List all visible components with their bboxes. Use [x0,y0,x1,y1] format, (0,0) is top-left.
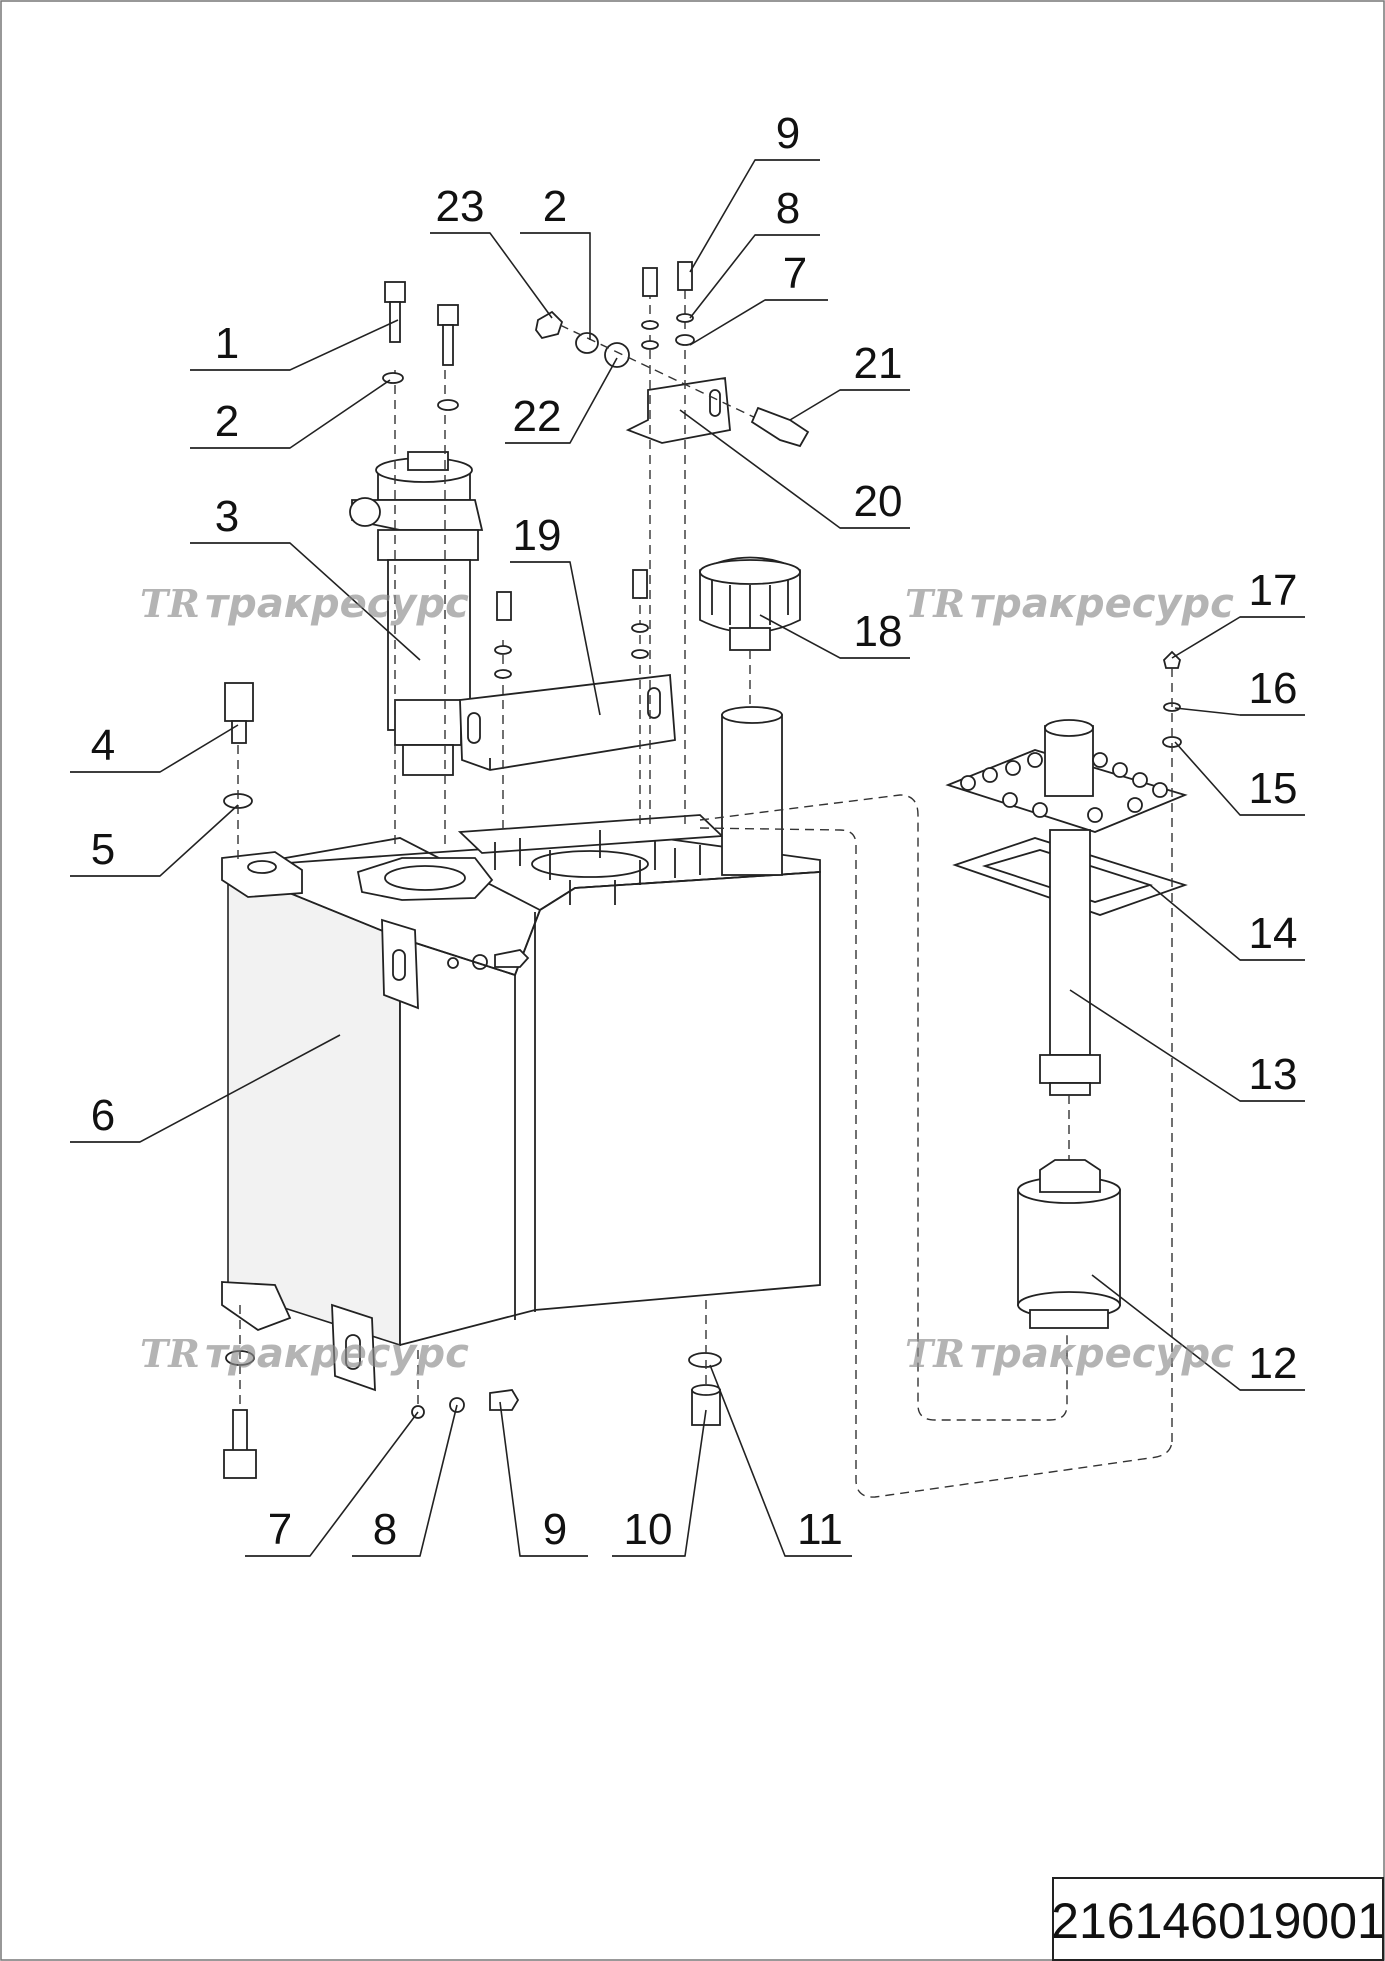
callout-9-bottom: 9 [543,1505,567,1554]
callout-9-top: 9 [776,109,800,158]
drawing-code: 216146019001 [1051,1893,1385,1949]
watermark-bottom-left: TR тракресурс [140,1331,469,1377]
callout-6: 6 [91,1091,115,1140]
callout-2-top: 2 [543,182,567,231]
bracket-20 [535,261,810,830]
callout-11: 11 [797,1505,843,1554]
callout-5: 5 [91,825,115,874]
callout-2: 2 [215,397,239,446]
watermark-top-left: TR тракресурс [140,581,469,627]
watermark-logo: TR [905,1331,965,1376]
callout-14: 14 [1249,909,1298,958]
callout-1: 1 [215,319,239,368]
callout-15: 15 [1249,764,1298,813]
callout-19: 19 [513,511,562,560]
watermark-text: тракресурс [205,1331,469,1377]
callout-8-top: 8 [776,184,800,233]
callout-13: 13 [1249,1050,1298,1099]
watermark-text: тракресурс [970,581,1234,627]
callout-3: 3 [215,492,239,541]
bottom-fasteners [223,682,722,1479]
callout-7-bottom: 7 [268,1505,292,1554]
watermark-text: тракресурс [205,581,469,627]
callout-17: 17 [1249,566,1298,615]
callout-16: 16 [1249,664,1298,713]
watermark-logo: TR [140,581,200,626]
watermark-logo: TR [140,1331,200,1376]
callout-underlines [70,159,1305,1557]
hydraulic-tank [221,706,821,1392]
callout-12: 12 [1249,1339,1298,1388]
callout-4: 4 [91,721,115,770]
callout-23: 23 [436,182,485,231]
callout-18: 18 [854,607,903,656]
callout-22: 22 [513,392,562,441]
watermark-top-right: TR тракресурс [905,581,1234,627]
return-filter [349,370,484,850]
callout-numbers: 1 2 3 4 5 6 7 8 9 10 11 12 13 14 15 16 1… [91,109,1298,1554]
drawing-code-box: 216146019001 [1051,1877,1385,1961]
callout-20: 20 [854,477,903,526]
callout-10: 10 [624,1505,673,1554]
watermark-logo: TR [905,581,965,626]
watermark-bottom-right: TR тракресурс [905,1331,1234,1377]
breather-cap-18 [699,556,801,710]
bracket-19 [459,569,676,830]
callout-7-top: 7 [783,249,807,298]
watermark-text: тракресурс [970,1331,1234,1377]
callout-8-bottom: 8 [373,1505,397,1554]
filter-bolts [382,281,459,411]
callout-21: 21 [854,339,903,388]
